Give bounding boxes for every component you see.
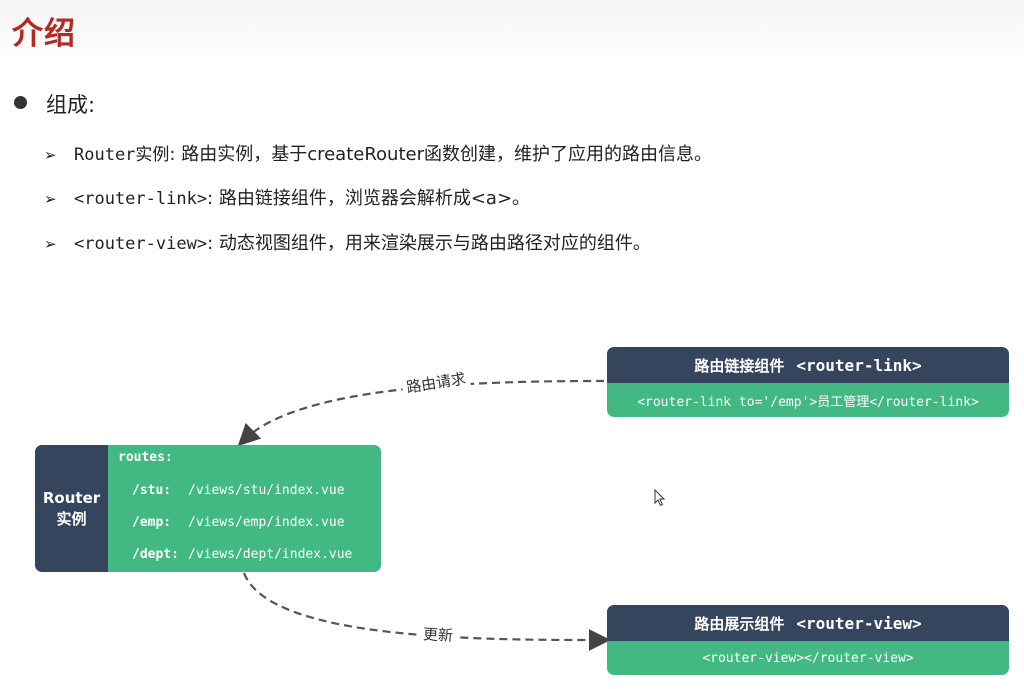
slide-title: 介绍	[12, 16, 76, 52]
list-item: ➢ <router-link>: 路由链接组件，浏览器会解析成<a>。	[44, 184, 530, 210]
router-name: Router 实例	[35, 445, 108, 572]
routes-label: routes:	[118, 450, 173, 465]
routes-panel: routes: /stu:/views/stu/index.vue /emp:/…	[108, 445, 381, 572]
route-component: /views/stu/index.vue	[188, 483, 345, 498]
mouse-cursor-icon	[654, 489, 666, 507]
card-title: 路由链接组件	[694, 356, 785, 375]
list-item: ➢ Router实例: 路由实例，基于createRouter函数创建，维护了应用…	[44, 140, 712, 166]
card-header: 路由链接组件 <router-link>	[607, 347, 1009, 383]
route-component: /views/dept/index.vue	[188, 547, 353, 562]
card-header: 路由展示组件 <router-view>	[607, 605, 1009, 641]
router-instance-box: Router 实例 routes: /stu: /views/stu/index.…	[35, 445, 381, 572]
route-path: /emp:	[132, 515, 172, 530]
card-title: 路由展示组件	[694, 614, 785, 633]
router-link-card: 路由链接组件 <router-link> <router-link to='/e…	[607, 347, 1009, 417]
bullet-dot	[14, 96, 27, 109]
request-arrow	[237, 379, 605, 447]
item-term: <router-view>	[74, 234, 208, 254]
card-tag: <router-view>	[796, 613, 922, 633]
route-entry: /emp: /views/emp/index.vue	[132, 515, 345, 530]
card-tag: <router-link>	[796, 355, 922, 375]
route-path: /dept:	[132, 547, 179, 562]
item-desc: : 动态视图组件，用来渲染展示与路由路径对应的组件。	[207, 233, 651, 254]
list-item: ➢ <router-view>: 动态视图组件，用来渲染展示与路由路径对应的组件。	[44, 229, 651, 255]
router-name-line2: 实例	[56, 509, 87, 528]
slide-header	[0, 0, 1024, 62]
card-code: <router-view></router-view>	[607, 641, 1009, 675]
section-label: 组成:	[46, 93, 96, 117]
item-desc: : 路由实例，基于createRouter函数创建，维护了应用的路由信息。	[169, 144, 712, 165]
route-path: /stu:	[132, 483, 172, 498]
arrow-bullet-icon: ➢	[44, 146, 57, 164]
route-entry: /stu: /views/stu/index.vue	[132, 483, 345, 498]
update-label: 更新	[419, 623, 457, 646]
router-view-card: 路由展示组件 <router-view> <router-view></rout…	[607, 605, 1009, 675]
item-desc: : 路由链接组件，浏览器会解析成<a>。	[207, 188, 531, 209]
item-term: <router-link>	[74, 189, 208, 209]
arrow-bullet-icon: ➢	[44, 190, 57, 208]
arrow-bullet-icon: ➢	[44, 235, 57, 253]
route-entry: /dept: /views/dept/index.vue	[132, 547, 352, 562]
update-arrow	[242, 572, 611, 651]
item-term: Router实例	[74, 145, 170, 165]
router-name-line1: Router	[42, 488, 101, 507]
card-code: <router-link to='/emp'>员工管理</router-link…	[607, 383, 1009, 417]
route-component: /views/emp/index.vue	[188, 515, 345, 530]
